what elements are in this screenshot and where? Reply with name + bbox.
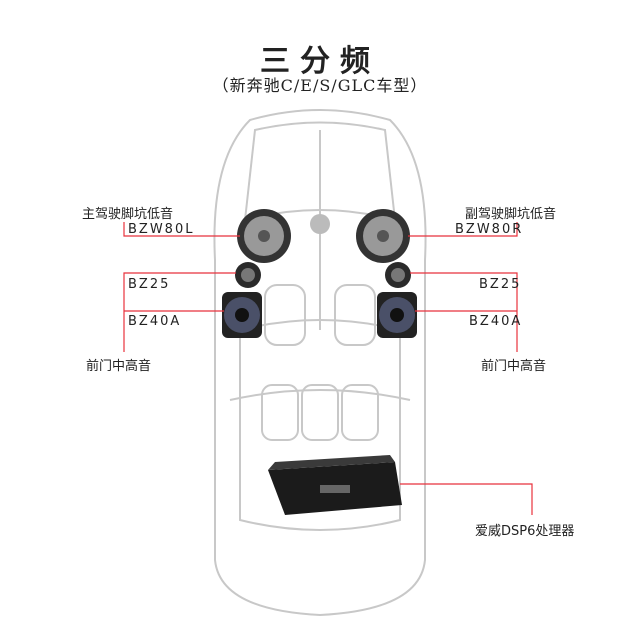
right-door-label: 前门中高音 [481,359,547,374]
left-woofer-model: BZW80L [128,222,195,237]
car-outline [213,109,427,617]
left-tweeter-model: BZ25 [128,277,171,292]
left-woofer-label: 主驾驶脚坑低音 [82,207,174,222]
right-woofer-label: 副驾驶脚坑低音 [465,207,557,222]
midrange-right [377,292,417,338]
right-mid-model: BZ40A [469,314,523,329]
mirror [310,214,330,234]
right-tweeter-model: BZ25 [479,277,522,292]
left-mid-model: BZ40A [128,314,182,329]
midrange-left [222,292,262,338]
tweeter-right [385,262,411,288]
left-door-label: 前门中高音 [86,359,152,374]
page-subtitle: （新奔驰C/E/S/GLC车型） [212,76,428,95]
dsp-unit [268,455,402,515]
woofer-right [356,209,410,263]
leader-lines [123,222,533,515]
page-title: 三分频 [260,44,380,79]
tweeter-left [235,262,261,288]
dsp-label: 爱威DSP6处理器 [475,524,575,539]
right-woofer-model: BZW80R [455,222,524,237]
woofer-left [237,209,291,263]
